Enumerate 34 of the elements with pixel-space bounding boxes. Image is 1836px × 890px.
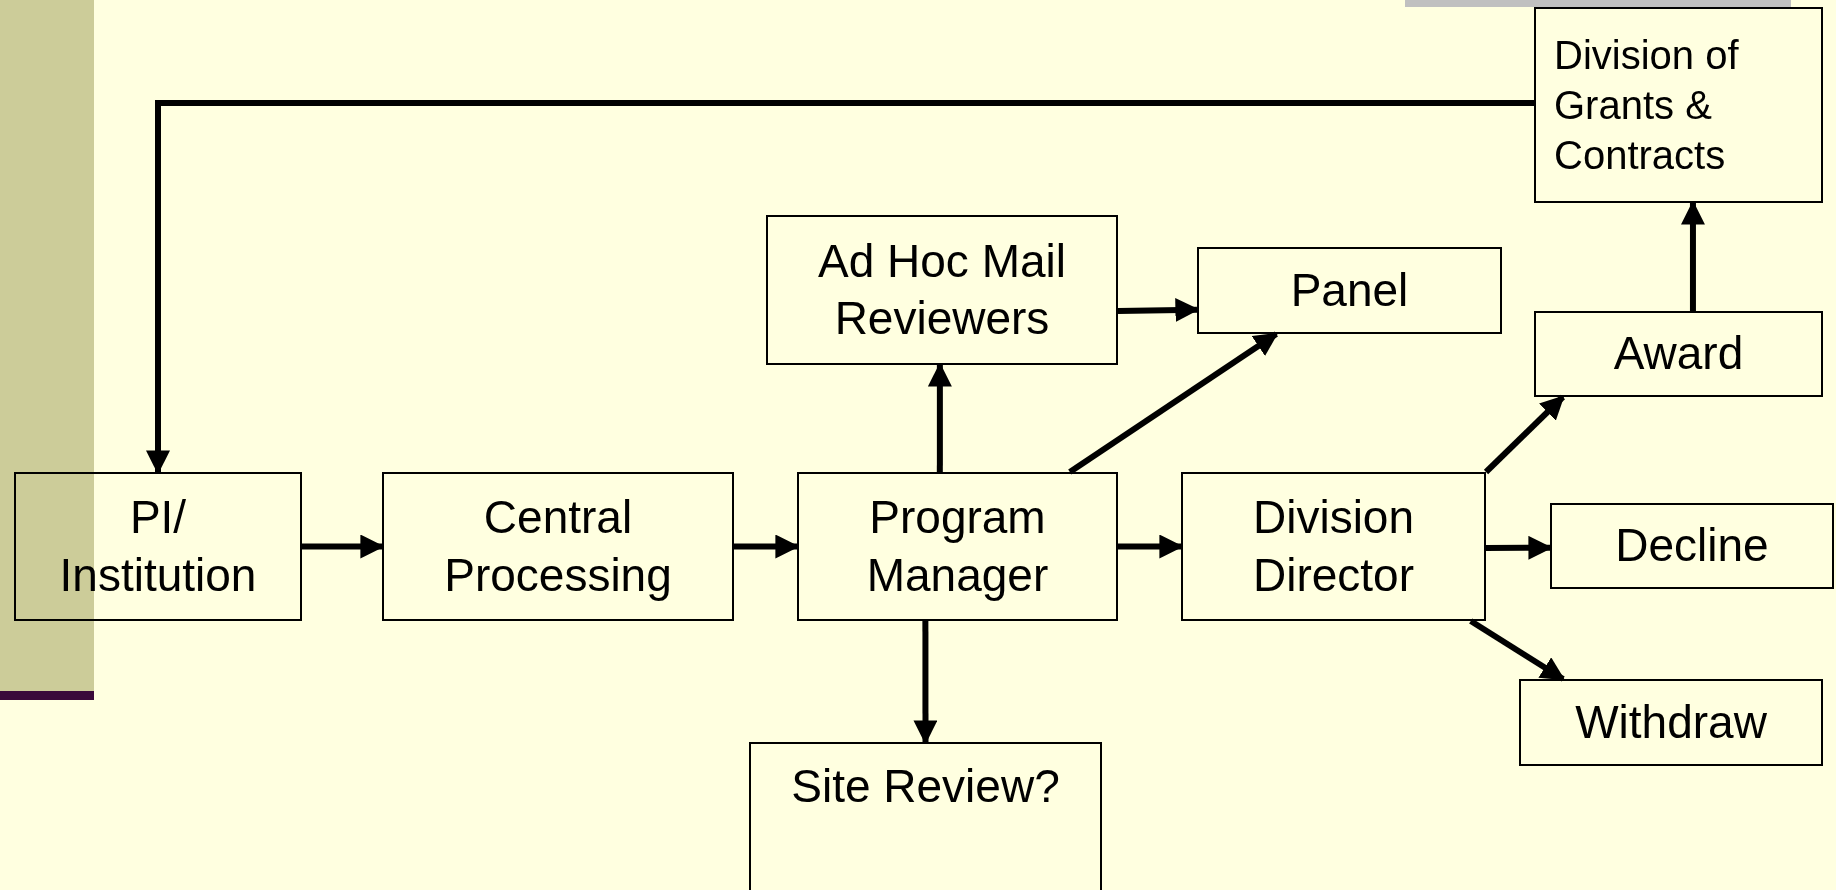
box-label: Program Manager [865,490,1050,603]
box-label: Central Processing [443,490,673,603]
process-box [797,472,1118,621]
arrow [1483,394,1565,475]
arrow [302,534,385,559]
box-label: Division of Grants & Contracts [1554,32,1740,179]
box-label: Ad Hoc Mail Reviewers [817,233,1067,346]
arrow [1117,298,1200,322]
arrow [146,100,1534,475]
arrow [927,362,952,472]
process-box [1519,679,1823,766]
box-label: Panel [1290,262,1409,318]
box-label: Withdraw [1575,694,1767,750]
box-label: Award [1613,326,1744,382]
box-label: Division Director [1251,490,1415,603]
process-box [749,742,1102,890]
process-box [382,472,734,621]
process-box [1534,7,1823,203]
process-box [766,215,1118,365]
process-box [14,472,302,621]
process-box [1181,472,1486,621]
arrow [1469,618,1566,682]
process-box [1197,247,1502,334]
arrow [1680,200,1705,311]
arrow [1486,535,1553,560]
box-label: PI/ Institution [58,490,258,603]
box-label: Site Review? [791,759,1060,814]
arrow [1068,331,1279,475]
box-label: Decline [1615,518,1769,574]
arrow [913,621,938,745]
process-box [1534,311,1823,397]
process-box [1550,503,1834,589]
arrow [734,534,800,559]
arrow [1118,534,1184,559]
